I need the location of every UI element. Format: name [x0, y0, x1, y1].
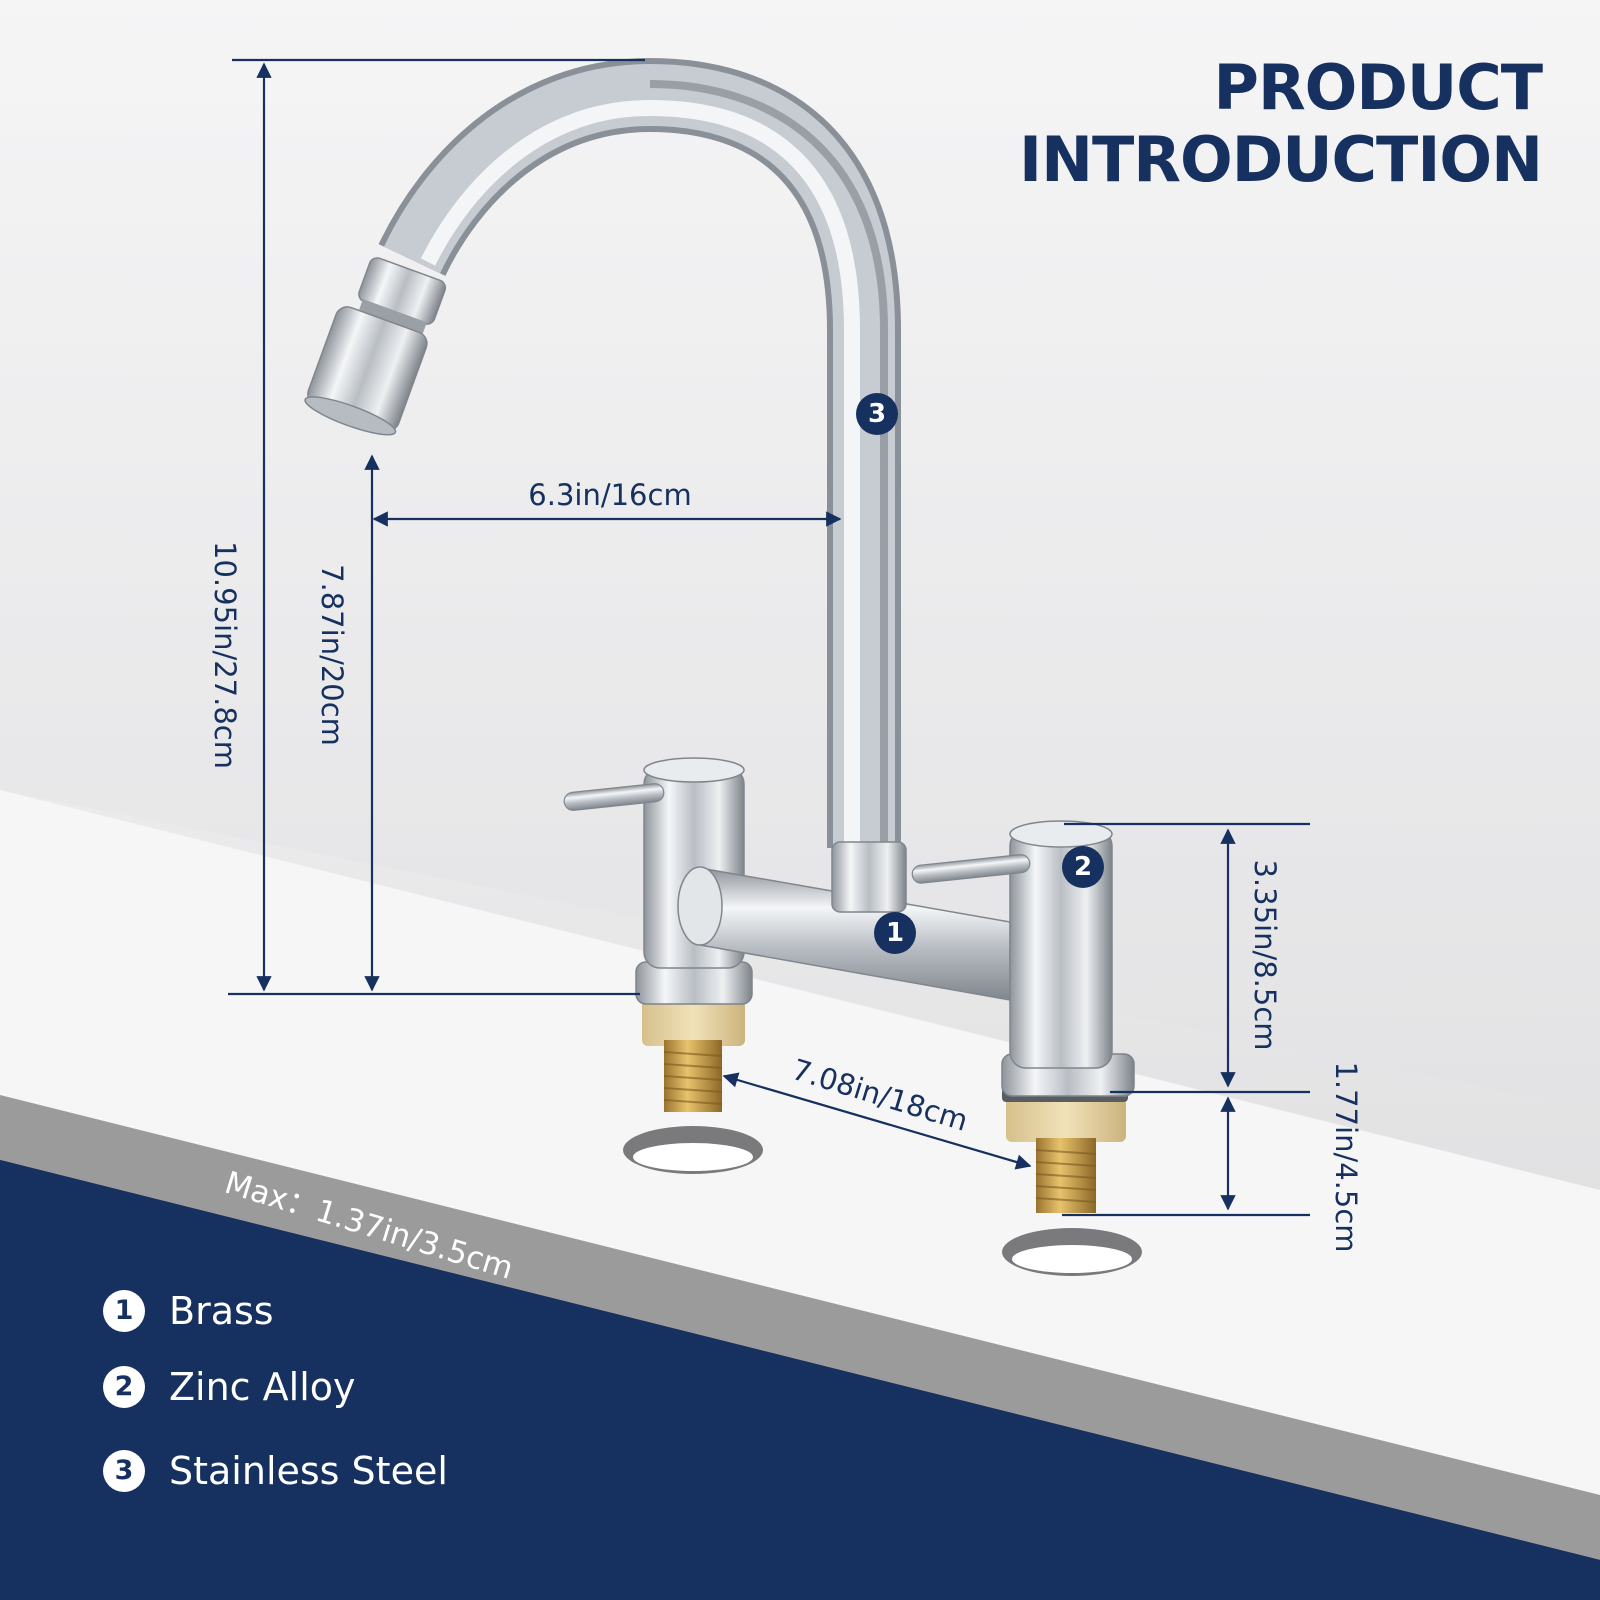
material-label: Stainless Steel: [169, 1449, 448, 1493]
spout-collar: [831, 841, 907, 913]
number-2-icon: 2: [103, 1366, 145, 1408]
callout-handle-2: 2: [1062, 846, 1104, 888]
callout-spout-3: 3: [856, 393, 898, 435]
shank-length-label: 1.77in/4.5cm: [1329, 1061, 1363, 1253]
right-gasket: [1006, 1098, 1126, 1142]
spout-height-label: 7.87in/20cm: [315, 564, 349, 746]
title-line-1: PRODUCT: [1213, 51, 1543, 124]
total-height-label: 10.95in/27.8cm: [208, 541, 242, 769]
left-gasket: [642, 1000, 745, 1046]
aerator: [304, 257, 447, 436]
dimension-lines: [228, 58, 1310, 1217]
right-lever: [911, 854, 1031, 884]
material-label: Brass: [169, 1289, 274, 1333]
number-1-icon: 1: [103, 1290, 145, 1332]
callout-body-1: 1: [874, 912, 916, 954]
number-3-icon: 3: [103, 1450, 145, 1492]
title-line-2: INTRODUCTION: [1019, 123, 1543, 196]
navy-region: [0, 1160, 1600, 1600]
left-lever: [563, 783, 665, 811]
handle-height-label: 3.35in/8.5cm: [1248, 859, 1282, 1051]
page-title: PRODUCT INTRODUCTION: [1019, 51, 1543, 196]
spout-reach-label: 6.3in/16cm: [528, 478, 692, 512]
material-label: Zinc Alloy: [169, 1365, 356, 1409]
